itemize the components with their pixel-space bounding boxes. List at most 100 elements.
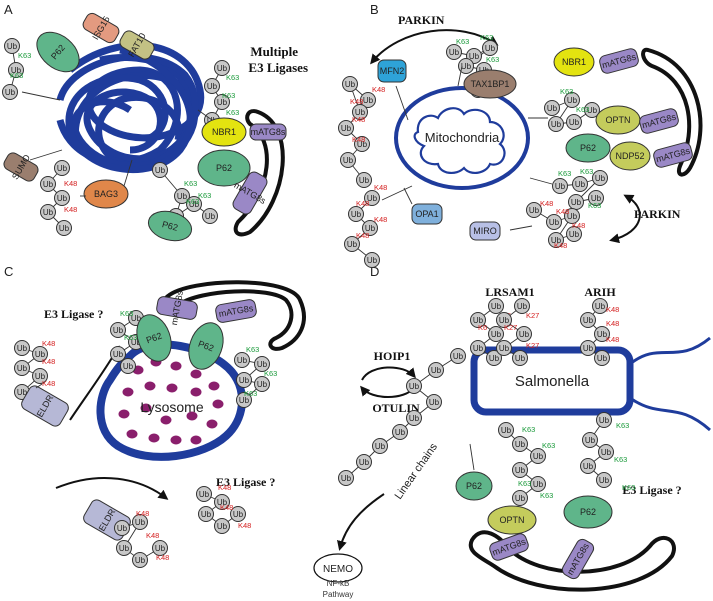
salmonella-flagellum-2 — [629, 396, 711, 432]
fat10-node: FAT10 — [119, 30, 155, 60]
ub-circle — [530, 448, 546, 464]
p62-c-2: P62 — [188, 322, 224, 370]
ub-label: Ub — [515, 494, 526, 503]
ubiquitin: Ub — [564, 208, 580, 224]
ub-label: Ub — [237, 356, 248, 365]
node-shape — [232, 171, 268, 215]
ub-circle — [214, 494, 230, 510]
linkage-label-k48: K48 — [42, 357, 55, 366]
ubiquitin: Ub — [152, 162, 168, 178]
ubiquitin: Ub — [406, 410, 422, 426]
optn-node: OPTN — [595, 105, 641, 135]
ub-label: Ub — [591, 194, 602, 203]
linkage-label-k63: K63 — [518, 479, 531, 488]
ub-label: Ub — [343, 156, 354, 165]
ub-circle — [486, 350, 502, 366]
linkage-label-k27: K27 — [504, 323, 517, 332]
node-shape — [197, 149, 251, 187]
ub-label: Ub — [363, 96, 374, 105]
ub-label: Ub — [57, 194, 68, 203]
ub-circle — [582, 432, 598, 448]
ub-label: Ub — [595, 174, 606, 183]
ub-label: Ub — [17, 344, 28, 353]
ub-label: Ub — [35, 350, 46, 359]
ub-label: Ub — [461, 62, 472, 71]
ub-circle — [482, 40, 498, 56]
node-shape — [215, 299, 257, 323]
ub-circle — [214, 94, 230, 110]
node-shape — [411, 203, 443, 225]
ubiquitin: Ub — [32, 346, 48, 362]
node-shape — [3, 152, 39, 182]
ubiquitin: Ub — [236, 372, 252, 388]
ub-label: Ub — [155, 166, 166, 175]
ub-label: Ub — [59, 224, 70, 233]
nemo-label: NEMO — [323, 564, 353, 575]
ub-circle — [544, 100, 560, 116]
linkage-label-k48: K48 — [372, 85, 385, 94]
linkage-label-k63: K63 — [186, 197, 199, 206]
ub-label: Ub — [583, 462, 594, 471]
ub-circle — [426, 394, 442, 410]
ubiquitin: Ub — [552, 178, 568, 194]
linkage-label-k63: K63 — [18, 51, 31, 60]
ub-label: Ub — [449, 48, 460, 57]
ub-circle — [214, 60, 230, 76]
matg8s-c-top: mATG8s — [156, 289, 198, 326]
ub-label: Ub — [7, 42, 18, 51]
ub-label: Ub — [555, 182, 566, 191]
ub-circle — [572, 176, 588, 192]
salmonella-label: Salmonella — [515, 373, 590, 390]
linkage-label-k48: K48 — [220, 503, 233, 512]
hoip1-arrow — [361, 366, 416, 381]
linkage-label-k63: K63 — [456, 37, 469, 46]
node-shape — [147, 210, 193, 242]
ub-label: Ub — [515, 354, 526, 363]
ub-label: Ub — [239, 396, 250, 405]
linkage-label-k48: K48 — [42, 339, 55, 348]
ub-circle — [392, 424, 408, 440]
eldr-arrow-bottom — [55, 477, 169, 500]
ubiquitin: Ub — [530, 476, 546, 492]
linkage-label-k48: K48 — [156, 553, 169, 562]
ub-circle — [236, 372, 252, 388]
matg8s-b-mid: mATG8s — [639, 108, 679, 134]
nemo-node — [313, 553, 363, 583]
linkage-label-k48: K48 — [540, 199, 553, 208]
node-shape — [201, 117, 247, 147]
ub-circle — [54, 190, 70, 206]
ubiquitin: Ub — [40, 176, 56, 192]
ub-label: Ub — [347, 240, 358, 249]
ubiquitin: Ub — [488, 326, 504, 342]
lysosome-dot — [186, 411, 198, 421]
ubiquitin: Ub — [362, 220, 378, 236]
ub-label: Ub — [519, 330, 530, 339]
ubiquitin: Ub — [548, 116, 564, 132]
diagram-elements: UbUbUbK63K63P62ISG15FAT10SUMOUbUbUbUbUbK… — [2, 12, 693, 580]
ub-label: Ub — [515, 440, 526, 449]
lysosome-dot — [140, 403, 152, 413]
ub-label: Ub — [201, 510, 212, 519]
protein-aggregate — [56, 41, 205, 174]
ubiquitin: Ub — [482, 40, 498, 56]
linkage-label-k48: K48 — [606, 335, 619, 344]
node-shape — [489, 533, 529, 561]
ubiquitin: Ub — [392, 424, 408, 440]
node-label: P62 — [216, 163, 232, 173]
ubiquitin: Ub — [352, 104, 368, 120]
ub-circle — [120, 358, 136, 374]
ub-circle — [196, 486, 212, 502]
ubiquitin: Ub — [512, 436, 528, 452]
linkage-label-k48: K48 — [606, 319, 619, 328]
p62-d-2: P62 — [563, 495, 613, 529]
ub-label: Ub — [491, 330, 502, 339]
node-shape — [156, 296, 198, 320]
linkage-label-k63: K63 — [124, 333, 137, 342]
ub-circle — [32, 346, 48, 362]
ub-circle — [580, 458, 596, 474]
ubiquitin: Ub — [486, 350, 502, 366]
e3-ligases-label: E3 Ligases — [248, 60, 308, 75]
ubiquitin: Ub — [54, 160, 70, 176]
ubiquitin: Ub — [512, 490, 528, 506]
